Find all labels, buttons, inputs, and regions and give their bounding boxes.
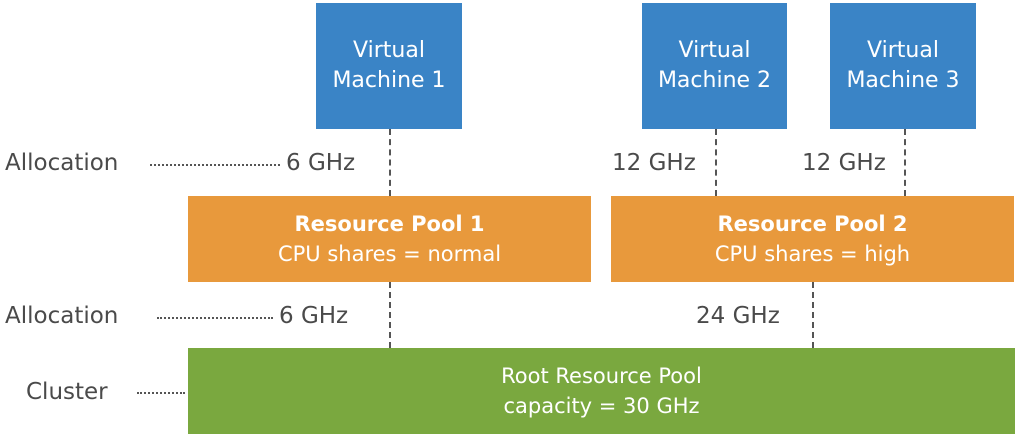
vm-3-connector xyxy=(904,129,906,196)
resource-pool-2-name: Resource Pool 2 xyxy=(717,212,908,236)
vm-2-label-line1: Virtual xyxy=(678,38,751,63)
vm-1-box: Virtual Machine 1 xyxy=(316,3,462,129)
vm-1-label-line1: Virtual xyxy=(353,38,425,63)
pool-1-allocation: 6 GHz xyxy=(279,303,349,329)
allocation-bottom-leader xyxy=(157,317,273,319)
pool-2-allocation: 24 GHz xyxy=(696,303,780,329)
vm-1-label-line2: Machine 1 xyxy=(332,68,446,93)
vm-2-label-line2: Machine 2 xyxy=(657,68,772,93)
vm-3-label-line2: Machine 3 xyxy=(846,68,960,93)
resource-pool-1-box: Resource Pool 1 CPU shares = normal xyxy=(188,196,591,282)
resource-pool-1-shares: CPU shares = normal xyxy=(277,242,502,266)
vm-1-allocation: 6 GHz xyxy=(286,150,356,176)
root-resource-pool-name: Root Resource Pool xyxy=(501,364,702,388)
vm-1-connector xyxy=(389,129,391,196)
resource-pool-2-shares: CPU shares = high xyxy=(714,242,911,266)
root-resource-pool-capacity: capacity = 30 GHz xyxy=(503,394,700,418)
cluster-leader xyxy=(137,392,185,394)
vm-2-allocation: 12 GHz xyxy=(612,150,696,176)
vm-2-connector xyxy=(715,129,717,196)
allocation-top-leader xyxy=(150,164,280,166)
allocation-label-top: Allocation xyxy=(5,150,119,176)
vm-3-label-line1: Virtual xyxy=(867,38,939,63)
cluster-label: Cluster xyxy=(26,379,108,405)
resource-pool-1-name: Resource Pool 1 xyxy=(294,212,485,236)
pool-1-connector xyxy=(389,282,391,348)
vm-2-box: Virtual Machine 2 xyxy=(642,3,787,129)
resource-pool-2-box: Resource Pool 2 CPU shares = high xyxy=(611,196,1014,282)
root-resource-pool-box: Root Resource Pool capacity = 30 GHz xyxy=(188,348,1015,434)
allocation-label-bottom: Allocation xyxy=(5,303,119,329)
pool-2-connector xyxy=(812,282,814,348)
vm-3-box: Virtual Machine 3 xyxy=(830,3,976,129)
vm-3-allocation: 12 GHz xyxy=(802,150,886,176)
